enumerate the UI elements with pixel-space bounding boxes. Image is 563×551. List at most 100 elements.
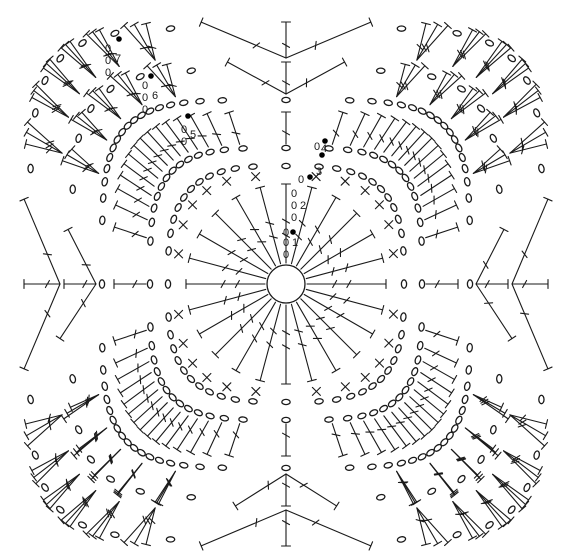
round-7-stitch-top [66,39,73,44]
round-3-chain [150,355,158,365]
round-3-chain [419,280,424,288]
round-4-stitch-top [203,453,211,457]
round-3-chain [162,385,171,395]
round-6-stitch-stem [451,91,479,119]
round-4-stitch-stem [156,126,180,155]
round-4-stitch-stem [166,416,188,446]
round-5-chain [195,98,204,105]
round-4-stitch-stem [414,390,443,414]
round-2-chain [376,184,386,194]
round-1-start-dot [290,229,296,235]
round-4-stitch-stem [426,330,458,341]
round-7-chain [55,505,65,514]
round-1-stitch-stem [236,302,276,370]
round-7-chain-mark-3: 0 [105,67,111,79]
round-7-stitch-stem [34,91,69,118]
round-3-chain [418,322,424,331]
round-7-stitch-top [30,467,34,475]
round-4-stitch-stem [116,205,148,220]
round-4-stitch-bar [378,429,386,430]
round-3-chain [418,237,424,246]
round-5-chain [417,107,427,116]
round-3-chain [343,415,352,422]
round-1-stitch-top [370,330,375,338]
round-7-chain [28,164,33,172]
round-1-stitch-top [232,368,240,373]
round-4-stitch-top [115,185,119,193]
round-6-stitch-top [64,227,72,231]
center-ring [267,265,305,303]
round-4-stitch-top [441,411,447,418]
round-2-chain-mark-2: 0 [291,212,297,224]
round-4-stitch-top [455,201,459,209]
round-7-stitch-top [30,93,34,101]
round-7-stitch-top [543,128,548,136]
round-4-stitch-bar [421,397,429,400]
round-2-chain [205,172,215,181]
round-3-chain [205,148,215,156]
round-7-chain-mark: 0 [105,43,111,55]
round-5-chain [467,343,473,352]
round-7-stitch-top [95,536,103,540]
round-4-stitch-top [391,447,399,452]
round-5-chain [166,459,176,467]
round-1-chain-mark-2: 0 [283,249,289,261]
round-4-stitch-top [452,376,456,384]
round-6-stitch-stem [86,93,120,118]
round-4-stitch-stem [392,126,416,155]
round-6-chain [427,487,437,496]
round-4-stitch-top [114,201,118,209]
round-7-stitch-stem [417,24,438,60]
round-4-stitch-top [441,151,447,158]
round-7-stitch-bar [312,520,318,525]
round-5-chain [155,456,165,464]
round-3-chain [357,148,367,156]
round-7-stitch-bar [256,519,257,527]
round-3-chain [387,399,397,408]
round-4-stitch-bar [424,166,425,174]
round-4-stitch-bar [147,394,148,402]
round-4-stitch-bar [416,404,424,406]
round-6-stitch-top [61,415,66,422]
center-ring-group [267,265,305,303]
round-4-stitch-stem [124,382,154,404]
round-3-chain [343,146,352,153]
round-7-stitch-stem [453,32,480,67]
round-6-chain [87,104,96,114]
round-6-stitch-top [411,63,419,68]
round-6-stitch-top [469,86,476,91]
round-5-chain [155,104,165,112]
round-2-chain [174,203,183,213]
round-6-stitch-stem [79,428,107,449]
round-7-stitch-stem [26,132,62,153]
round-1-stitch-stem [260,187,280,263]
round-3-chain [148,218,155,227]
round-1-stitch-stem [189,289,265,309]
round-3-chain [414,355,422,365]
round-7-chain [522,76,531,86]
round-6-stitch-stem [430,463,455,495]
round-4-stitch-bar [136,349,137,357]
round-4-stitch-bar [351,433,359,434]
round-5-chain [101,177,108,186]
round-7-stitch-stem [24,199,60,284]
round-2-chain [358,172,368,181]
round-6-chain [489,133,498,143]
round-7-stitch-stem [46,474,79,504]
round-1-stitch-stem [260,304,280,380]
round-4-stitch-bar [140,376,141,384]
round-4-stitch-bar [132,231,138,236]
round-5-chain [99,343,105,352]
round-6-stitch-stem [430,73,447,105]
round-7-stitch-top [41,64,46,71]
round-4-stitch-stem [399,132,425,160]
round-6-stitch-top [483,90,488,97]
round-5-chain [408,104,418,112]
round-2-chain [368,177,378,186]
round-4-stitch-bar [134,330,136,338]
round-5-chain [179,462,188,469]
round-1-stitch-stem [215,299,271,355]
round-6-stitch-top [233,502,238,510]
round-7-stitch-stem [504,91,539,118]
round-5-chain [101,382,108,391]
